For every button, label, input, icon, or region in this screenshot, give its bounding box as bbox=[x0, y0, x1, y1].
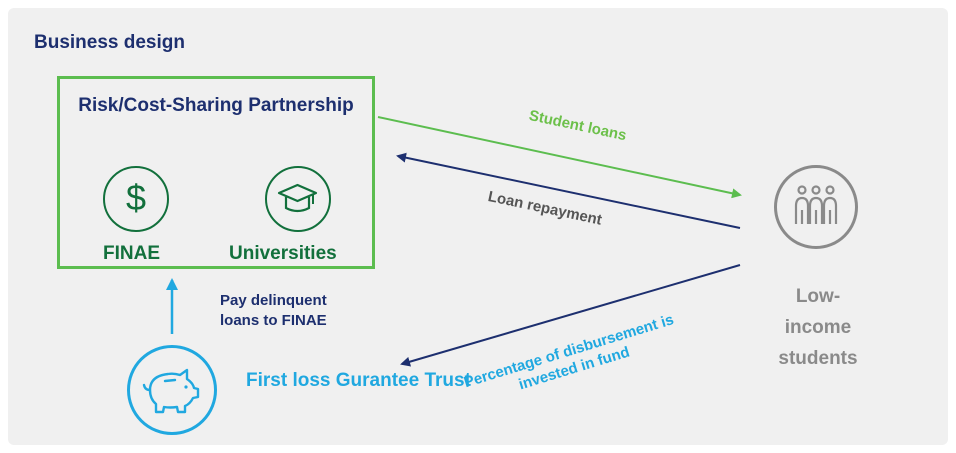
people-icon bbox=[774, 165, 858, 249]
partnership-box: Risk/Cost-Sharing Partnership $ FINAE Un… bbox=[57, 76, 375, 269]
universities-label: Universities bbox=[229, 243, 337, 264]
loan-repayment-arrow bbox=[396, 152, 741, 229]
student-loans-arrow bbox=[377, 116, 742, 199]
pay-delinquent-label: Pay delinquent loans to FINAE bbox=[220, 291, 327, 331]
piggy-bank-icon bbox=[127, 345, 217, 435]
partnership-title: Risk/Cost-Sharing Partnership bbox=[78, 95, 354, 116]
dollar-icon: $ bbox=[103, 166, 169, 232]
trust-label: First loss Gurantee Trust bbox=[246, 370, 471, 391]
percentage-arrow bbox=[400, 264, 741, 367]
pay-delinquent-line1: Pay delinquent bbox=[220, 292, 327, 309]
graduation-cap-icon bbox=[265, 166, 331, 232]
finae-label: FINAE bbox=[103, 243, 160, 264]
students-label: Low-income students bbox=[778, 286, 858, 369]
diagram-title: Business design bbox=[34, 32, 185, 53]
pay-delinquent-line2: loans to FINAE bbox=[220, 312, 327, 329]
